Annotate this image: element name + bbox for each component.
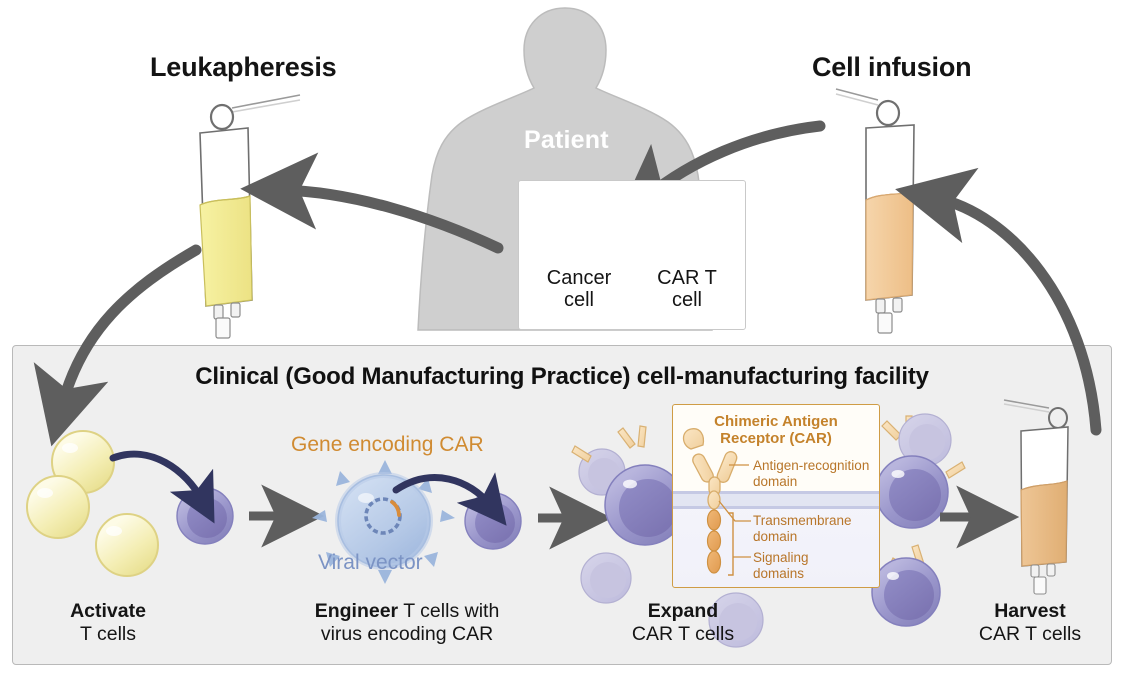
caption-step-engineer: Engineer T cells with virus encoding CAR bbox=[314, 600, 500, 646]
infusion-iv-bag bbox=[835, 88, 915, 334]
label-cell-infusion: Cell infusion bbox=[812, 52, 972, 82]
caption-step-expand: Expand CAR T cells bbox=[631, 600, 735, 646]
leukapheresis-iv-bag bbox=[199, 94, 301, 339]
membrane-fill bbox=[673, 494, 879, 506]
caption-cancer-cell: Cancer cell bbox=[546, 267, 612, 312]
annotation-signaling-domains: Signaling domains bbox=[753, 550, 809, 581]
annotation-transmembrane-domain: Transmembrane domain bbox=[753, 513, 852, 544]
label-leukapheresis: Leukapheresis bbox=[150, 52, 337, 82]
patient-cell-inset: Cancer cell CAR T cell bbox=[518, 180, 746, 330]
caption-car-t-cell: CAR T cell bbox=[657, 267, 717, 312]
label-patient: Patient bbox=[524, 126, 609, 154]
annotation-antigen-recognition-domain: Antigen-recognition domain bbox=[753, 458, 870, 489]
membrane-line-outer bbox=[673, 491, 879, 494]
car-inset-title: Chimeric Antigen Receptor (CAR) bbox=[714, 413, 838, 448]
car-receptor-inset: Chimeric Antigen Receptor (CAR) bbox=[672, 404, 880, 588]
label-gene-encoding-car: Gene encoding CAR bbox=[291, 433, 484, 456]
label-viral-vector: Viral vector bbox=[318, 551, 423, 574]
caption-step-activate: Activate T cells bbox=[70, 600, 146, 646]
facility-title: Clinical (Good Manufacturing Practice) c… bbox=[195, 363, 929, 390]
arrow-patient-to-leukapheresis bbox=[240, 152, 504, 254]
caption-step-harvest: Harvest CAR T cells bbox=[978, 600, 1082, 646]
membrane-line-inner bbox=[673, 506, 879, 509]
